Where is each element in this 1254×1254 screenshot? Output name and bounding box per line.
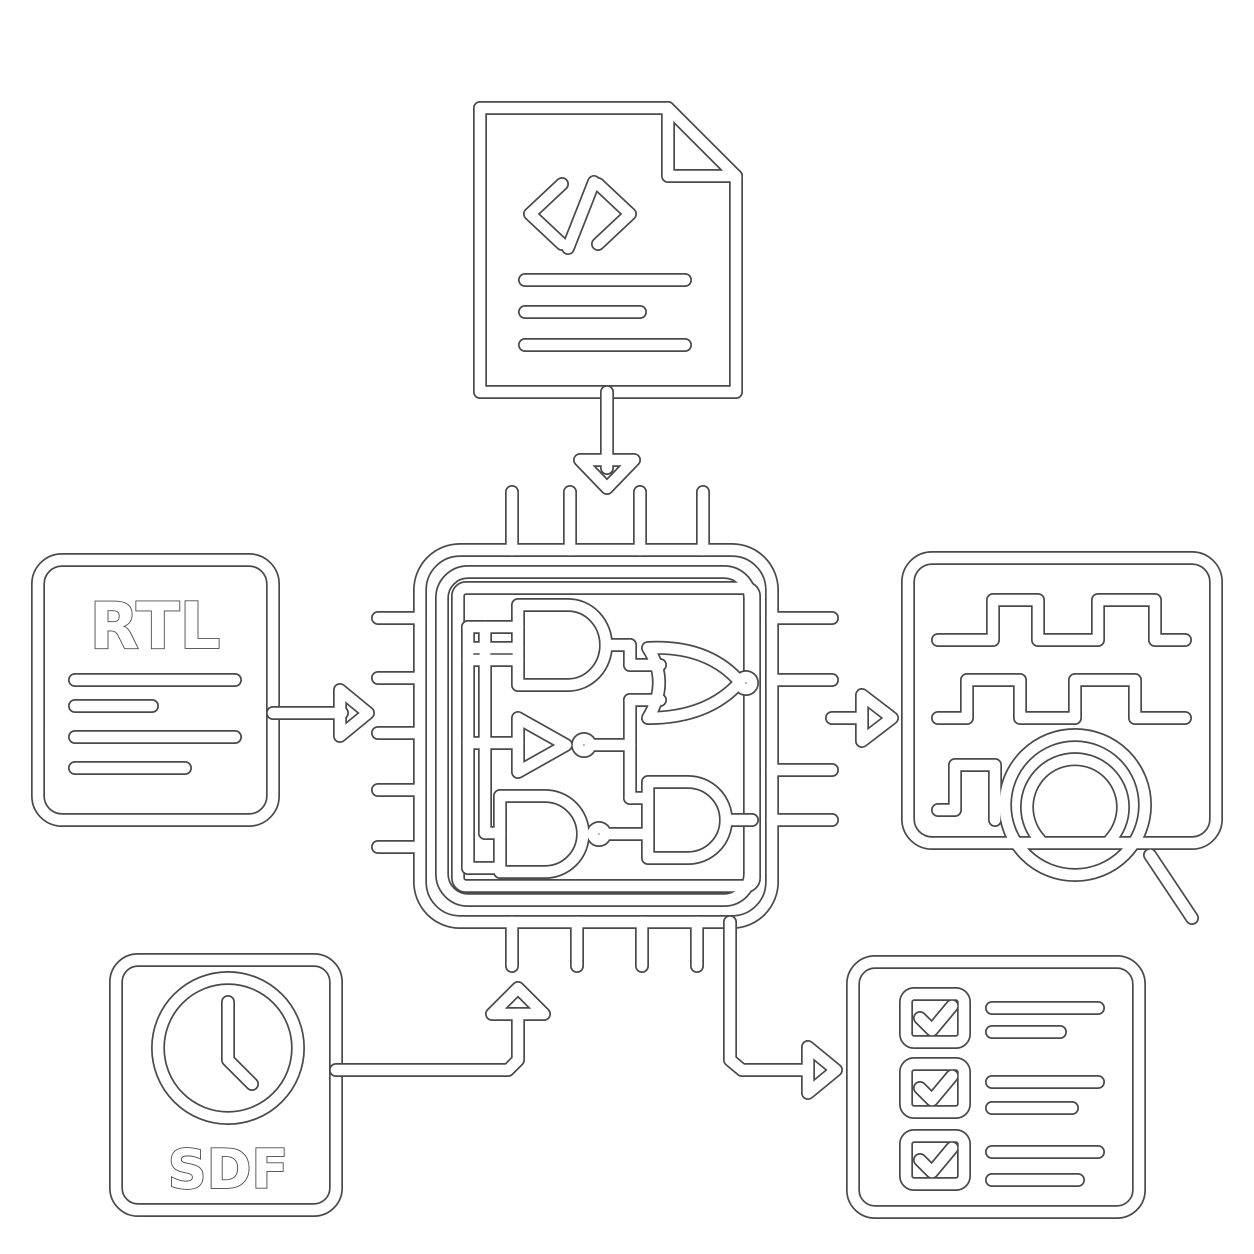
chip-icon xyxy=(378,492,832,966)
waveform-viewer-icon xyxy=(908,558,1216,918)
sdf-label: SDF xyxy=(168,1138,289,1201)
logic-gates-icon xyxy=(468,605,752,872)
verification-checklist-icon xyxy=(853,962,1139,1212)
rtl-label: RTL xyxy=(90,590,221,664)
netlist-code-file-icon xyxy=(480,108,736,392)
